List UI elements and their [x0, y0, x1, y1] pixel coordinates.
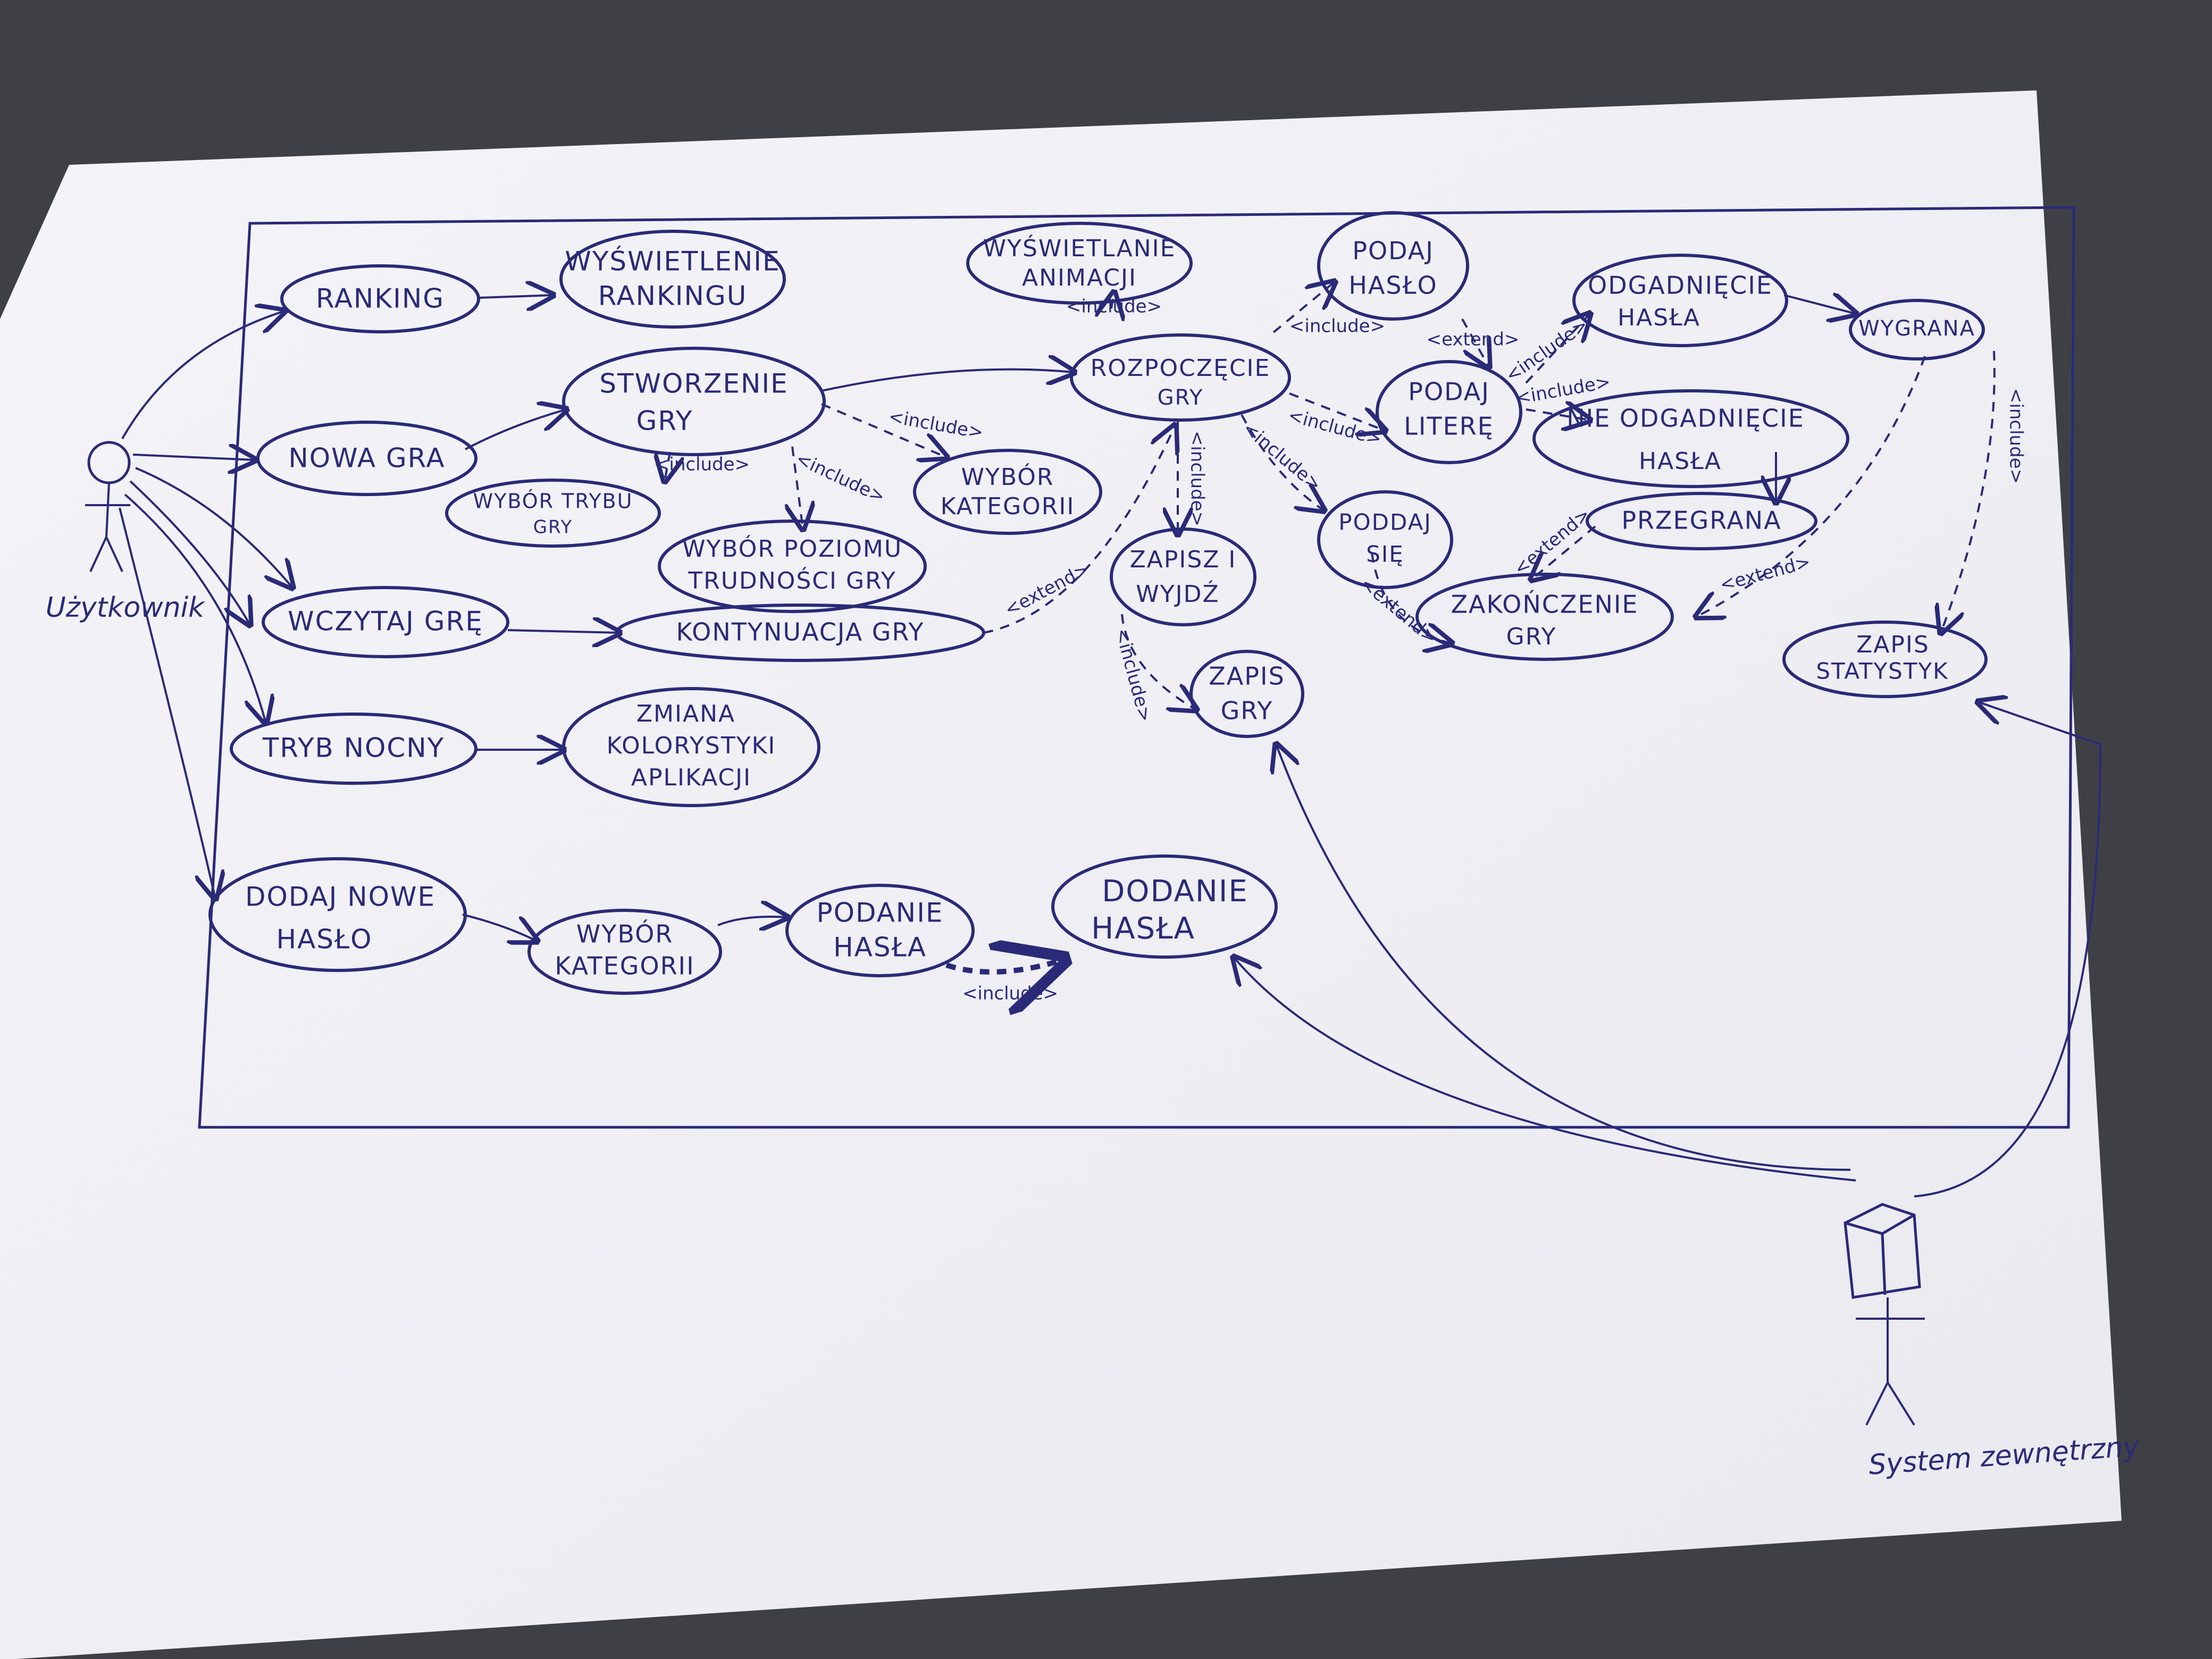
use-case-kontynuacja-gry: KONTYNUACJA GRY [615, 604, 985, 662]
use-case-label: NIE ODGADNIĘCIE [1566, 404, 1805, 433]
use-case-podaj-haslo: PODAJ HASŁO [1317, 211, 1469, 321]
use-case-label: RANKINGU [598, 281, 748, 312]
include-label: <include> [1187, 431, 1208, 526]
use-case-zmiana-kolorystyki: ZMIANA KOLORYSTYKI APLIKACJI [562, 687, 820, 807]
use-case-rozpoczecie-gry: ROZPOCZĘCIE GRY [1070, 333, 1291, 422]
use-case-label: HASŁO [276, 924, 373, 955]
use-case-label: GRY [1221, 697, 1273, 725]
use-case-label: GRY [1506, 623, 1557, 650]
use-case-label: ZAPISZ I [1130, 546, 1237, 573]
use-case-label: STWORZENIE [599, 368, 788, 399]
use-case-label: ZMIANA [636, 700, 735, 727]
use-case-wybor-kategorii-2: WYBÓR KATEGORII [527, 909, 722, 995]
use-case-label: GRY [636, 406, 693, 437]
include-label: <include> [962, 983, 1058, 1004]
use-case-label: TRUDNOŚCI GRY [688, 566, 896, 594]
extend-label: <extend> [1427, 329, 1520, 350]
use-case-label: KONTYNUACJA GRY [676, 618, 925, 647]
use-case-label: GRY [1158, 386, 1204, 410]
use-case-nieodgadniecie-hasla: NIE ODGADNIĘCIE HASŁA [1532, 389, 1849, 488]
use-case-label: WYBÓR POZIOMU [682, 534, 902, 563]
use-case-przegrana: PRZEGRANA [1586, 492, 1817, 550]
use-case-label: PODANIE [816, 898, 943, 928]
use-case-label: PRZEGRANA [1621, 506, 1781, 535]
include-label: <include> [1066, 296, 1162, 317]
use-case-label: HASŁO [1348, 271, 1437, 300]
use-case-ranking: RANKING [280, 264, 480, 333]
include-label: <include> [1289, 316, 1385, 337]
use-case-label: APLIKACJI [631, 764, 751, 791]
use-case-label: HASŁA [1091, 911, 1195, 946]
use-case-label: STATYSTYK [1816, 658, 1948, 684]
include-label: <include> [654, 454, 750, 475]
use-case-zapisz-i-wyjdz: ZAPISZ I WYJDŹ [1110, 527, 1256, 626]
use-case-wczytaj-gre: WCZYTAJ GRĘ [262, 586, 509, 658]
use-case-label: NOWA GRA [288, 443, 445, 474]
use-case-label: WYJDŹ [1136, 580, 1219, 608]
use-case-label: DODANIE [1102, 874, 1248, 909]
use-case-label: ZAPIS [1856, 631, 1930, 658]
use-case-label: WYŚWIETLENIE [565, 246, 780, 277]
paper-sheet [0, 90, 2122, 1659]
actor-label: Użytkownik [46, 592, 205, 624]
use-case-label: HASŁA [1618, 304, 1700, 331]
use-case-odgadniecie-hasla: ODGADNIĘCIE HASŁA [1572, 254, 1788, 347]
use-case-wyswietlenie-rankingu: WYŚWIETLENIE RANKINGU [559, 230, 786, 329]
use-case-podanie-hasla: PODANIE HASŁA [785, 884, 975, 977]
use-case-label: ROZPOCZĘCIE [1091, 355, 1271, 382]
use-case-label: ZAPIS [1209, 662, 1285, 691]
use-case-zakonczenie-gry: ZAKOŃCZENIE GRY [1415, 573, 1674, 661]
use-case-label: WYŚWIETLANIE [983, 234, 1176, 262]
use-case-podaj-litere: PODAJ LITERĘ [1376, 360, 1522, 464]
use-case-label: PODAJ [1408, 378, 1490, 406]
use-case-label: WYBÓR [961, 463, 1054, 491]
use-case-label: ODGADNIĘCIE [1588, 271, 1773, 300]
use-case-label: DODAJ NOWE [245, 882, 435, 912]
use-case-label: PODAJ [1352, 237, 1434, 265]
use-case-wybor-poziomu: WYBÓR POZIOMU TRUDNOŚCI GRY [658, 520, 927, 613]
use-case-dodanie-hasla: DODANIE HASŁA [1051, 854, 1278, 959]
use-case-wybor-kategorii: WYBÓR KATEGORII [913, 449, 1102, 535]
use-case-label: KOLORYSTYKI [607, 732, 776, 759]
use-case-label: KATEGORII [555, 952, 694, 981]
use-case-label: WYGRANA [1858, 316, 1975, 341]
actor-user: Użytkownik [46, 441, 205, 624]
use-case-dodaj-nowe-haslo: DODAJ NOWE HASŁO [208, 857, 467, 972]
use-case-tryb-nocny: TRYB NOCNY [230, 713, 477, 785]
include-label: <include> [2006, 388, 2027, 484]
use-case-zapis-gry: ZAPIS GRY [1189, 650, 1304, 738]
relationships [119, 282, 2102, 1197]
use-case-wybor-trybu-gry: WYBÓR TRYBU GRY [445, 479, 661, 548]
use-case-label: KATEGORII [941, 493, 1075, 520]
use-case-label: WYBÓR TRYBU [473, 490, 633, 513]
use-case-label: ZAKOŃCZENIE [1451, 590, 1639, 619]
use-case-wygrana: WYGRANA [1849, 299, 1985, 361]
use-case-label: LITERĘ [1404, 412, 1494, 441]
use-case-wyswietlanie-animacji: WYŚWIETLANIE ANIMACJI [966, 222, 1193, 305]
use-case-label: WYBÓR [576, 920, 674, 949]
use-case-label: HASŁA [1639, 448, 1722, 475]
use-case-label: GRY [533, 517, 573, 538]
use-case-poddaj-sie: PODDAJ SIĘ [1317, 490, 1453, 589]
use-case-label: TRYB NOCNY [262, 733, 445, 764]
use-case-label: PODDAJ [1338, 509, 1431, 535]
system-boundary [198, 206, 2075, 1129]
use-case-label: WCZYTAJ GRĘ [288, 606, 483, 637]
use-case-label: ANIMACJI [1022, 264, 1137, 291]
use-case-label: RANKING [316, 283, 445, 314]
use-case-label: HASŁA [833, 932, 927, 963]
use-case-zapis-statystyk: ZAPIS STATYSTYK [1782, 621, 1988, 698]
use-case-nowa-gra: NOWA GRA [256, 421, 477, 496]
use-case-stworzenie-gry: STWORZENIE GRY [562, 347, 826, 456]
use-case-label: SIĘ [1366, 541, 1404, 567]
